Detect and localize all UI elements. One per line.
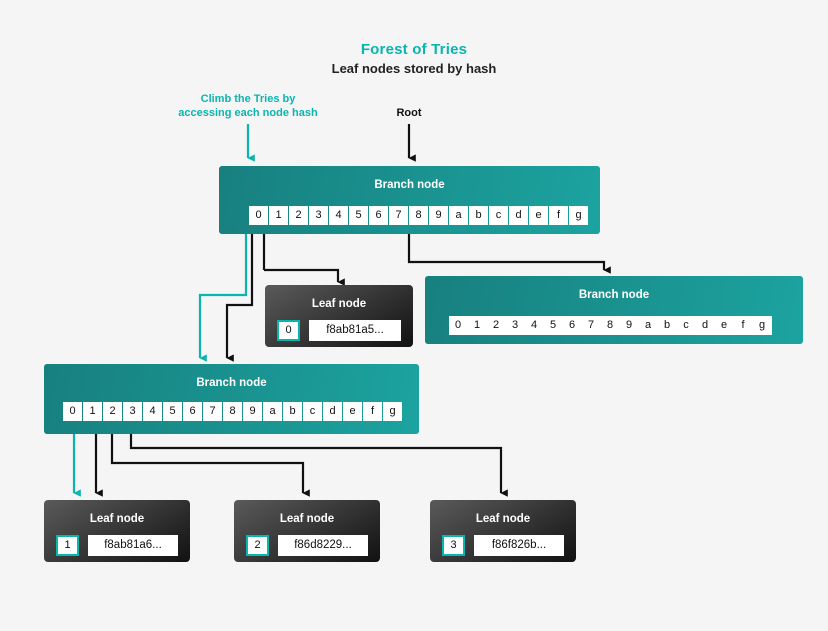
nibble-cell-0[interactable]: 0 (449, 316, 468, 335)
nibble-cell-9[interactable]: 9 (243, 402, 262, 421)
wire-root2-to-leaf0 (264, 268, 345, 286)
nibble-cell-8[interactable]: 8 (409, 206, 428, 225)
leaf-node-body: 2 f86d8229... (246, 535, 368, 556)
nibble-cell-1[interactable]: 1 (269, 206, 288, 225)
branch-node-label: Branch node (374, 179, 445, 191)
leaf-index-box[interactable]: 1 (56, 535, 79, 556)
branch-node-label: Branch node (578, 289, 650, 301)
nibble-cell-5[interactable]: 5 (349, 206, 368, 225)
leaf-hash-value[interactable]: f8ab81a6... (88, 535, 178, 556)
nibble-cell-0[interactable]: 0 (249, 206, 268, 225)
leaf-node-label: Leaf node (311, 298, 367, 310)
nibble-cell-a[interactable]: a (449, 206, 468, 225)
leaf-node-label: Leaf node (279, 513, 335, 525)
leaf-node-body: 0 f8ab81a5... (277, 320, 401, 341)
leaf-node-0[interactable]: Leaf node 0 f8ab81a5... (265, 285, 413, 347)
nibble-cell-2[interactable]: 2 (289, 206, 308, 225)
nibble-cell-5[interactable]: 5 (544, 316, 563, 335)
nibble-cell-b[interactable]: b (658, 316, 677, 335)
annotation-root: Root (396, 107, 422, 119)
page-title: Forest of Tries (360, 41, 468, 58)
nibble-cell-3[interactable]: 3 (123, 402, 142, 421)
nibble-cell-5[interactable]: 5 (163, 402, 182, 421)
nibble-cell-g[interactable]: g (569, 206, 588, 225)
leaf-node-body: 3 f86f826b... (442, 535, 564, 556)
nibble-cell-d[interactable]: d (323, 402, 342, 421)
leaf-index-box[interactable]: 2 (246, 535, 269, 556)
nibble-cell-e[interactable]: e (529, 206, 548, 225)
branch-node-root[interactable]: Branch node 0 1 2 3 4 5 6 7 8 9 a b c d … (219, 166, 600, 234)
nibble-cell-a[interactable]: a (263, 402, 282, 421)
nibble-cell-2[interactable]: 2 (103, 402, 122, 421)
nibble-cell-3[interactable]: 3 (506, 316, 525, 335)
leaf-hash-value[interactable]: f86d8229... (278, 535, 368, 556)
nibble-cell-0[interactable]: 0 (63, 402, 82, 421)
leaf-node-1[interactable]: Leaf node 1 f8ab81a6... (44, 500, 190, 562)
nibble-cell-1[interactable]: 1 (468, 316, 487, 335)
branch-node-label: Branch node (196, 377, 267, 389)
nibble-cell-7[interactable]: 7 (389, 206, 408, 225)
nibble-cell-7[interactable]: 7 (582, 316, 601, 335)
nibble-cell-b[interactable]: b (283, 402, 302, 421)
nibble-cell-3[interactable]: 3 (309, 206, 328, 225)
nibble-row: 0 1 2 3 4 5 6 7 8 9 a b c d e f g (249, 206, 588, 225)
nibble-cell-c[interactable]: c (677, 316, 696, 335)
leaf-node-label: Leaf node (89, 513, 145, 525)
leaf-index-box[interactable]: 3 (442, 535, 465, 556)
nibble-cell-8[interactable]: 8 (601, 316, 620, 335)
leaf-hash-value[interactable]: f86f826b... (474, 535, 564, 556)
nibble-cell-b[interactable]: b (469, 206, 488, 225)
nibble-cell-g[interactable]: g (383, 402, 402, 421)
nibble-cell-d[interactable]: d (509, 206, 528, 225)
nibble-cell-2[interactable]: 2 (487, 316, 506, 335)
nibble-cell-c[interactable]: c (489, 206, 508, 225)
wire-root0b-to-lower-branch (225, 222, 254, 362)
leaf-node-2[interactable]: Leaf node 2 f86d8229... (234, 500, 380, 562)
nibble-cell-8[interactable]: 8 (223, 402, 242, 421)
nibble-cell-6[interactable]: 6 (369, 206, 388, 225)
leaf-index-box[interactable]: 0 (277, 320, 300, 341)
nibble-cell-9[interactable]: 9 (429, 206, 448, 225)
nibble-cell-f[interactable]: f (363, 402, 382, 421)
page-subtitle: Leaf nodes stored by hash (331, 61, 497, 76)
leaf-hash-value[interactable]: f8ab81a5... (309, 320, 401, 341)
nibble-cell-e[interactable]: e (343, 402, 362, 421)
leaf-node-label: Leaf node (475, 513, 531, 525)
nibble-cell-f[interactable]: f (734, 316, 753, 335)
nibble-cell-1[interactable]: 1 (83, 402, 102, 421)
nibble-cell-4[interactable]: 4 (143, 402, 162, 421)
branch-node-lower[interactable]: Branch node 0 1 2 3 4 5 6 7 8 9 a b c d … (44, 364, 419, 434)
nibble-cell-a[interactable]: a (639, 316, 658, 335)
nibble-cell-9[interactable]: 9 (620, 316, 639, 335)
nibble-cell-d[interactable]: d (696, 316, 715, 335)
nibble-cell-g[interactable]: g (753, 316, 772, 335)
nibble-cell-f[interactable]: f (549, 206, 568, 225)
nibble-cell-4[interactable]: 4 (329, 206, 348, 225)
nibble-cell-6[interactable]: 6 (183, 402, 202, 421)
annotation-climb-the-tries: Climb the Tries by accessing each node h… (178, 93, 318, 119)
nibble-cell-4[interactable]: 4 (525, 316, 544, 335)
wire-lower3-to-leaf3 (129, 425, 508, 497)
nibble-cell-6[interactable]: 6 (563, 316, 582, 335)
nibble-cell-e[interactable]: e (715, 316, 734, 335)
nibble-cell-7[interactable]: 7 (203, 402, 222, 421)
leaf-node-body: 1 f8ab81a6... (56, 535, 178, 556)
nibble-row: 0 1 2 3 4 5 6 7 8 9 a b c d e f g (449, 316, 772, 335)
nibble-cell-c[interactable]: c (303, 402, 322, 421)
leaf-node-3[interactable]: Leaf node 3 f86f826b... (430, 500, 576, 562)
branch-node-right[interactable]: Branch node 0 1 2 3 4 5 6 7 8 9 a b c d … (425, 276, 803, 344)
nibble-row: 0 1 2 3 4 5 6 7 8 9 a b c d e f g (63, 402, 402, 421)
wire-root0-to-lower-branch (198, 222, 248, 362)
wire-lower2-to-leaf2 (110, 425, 310, 497)
